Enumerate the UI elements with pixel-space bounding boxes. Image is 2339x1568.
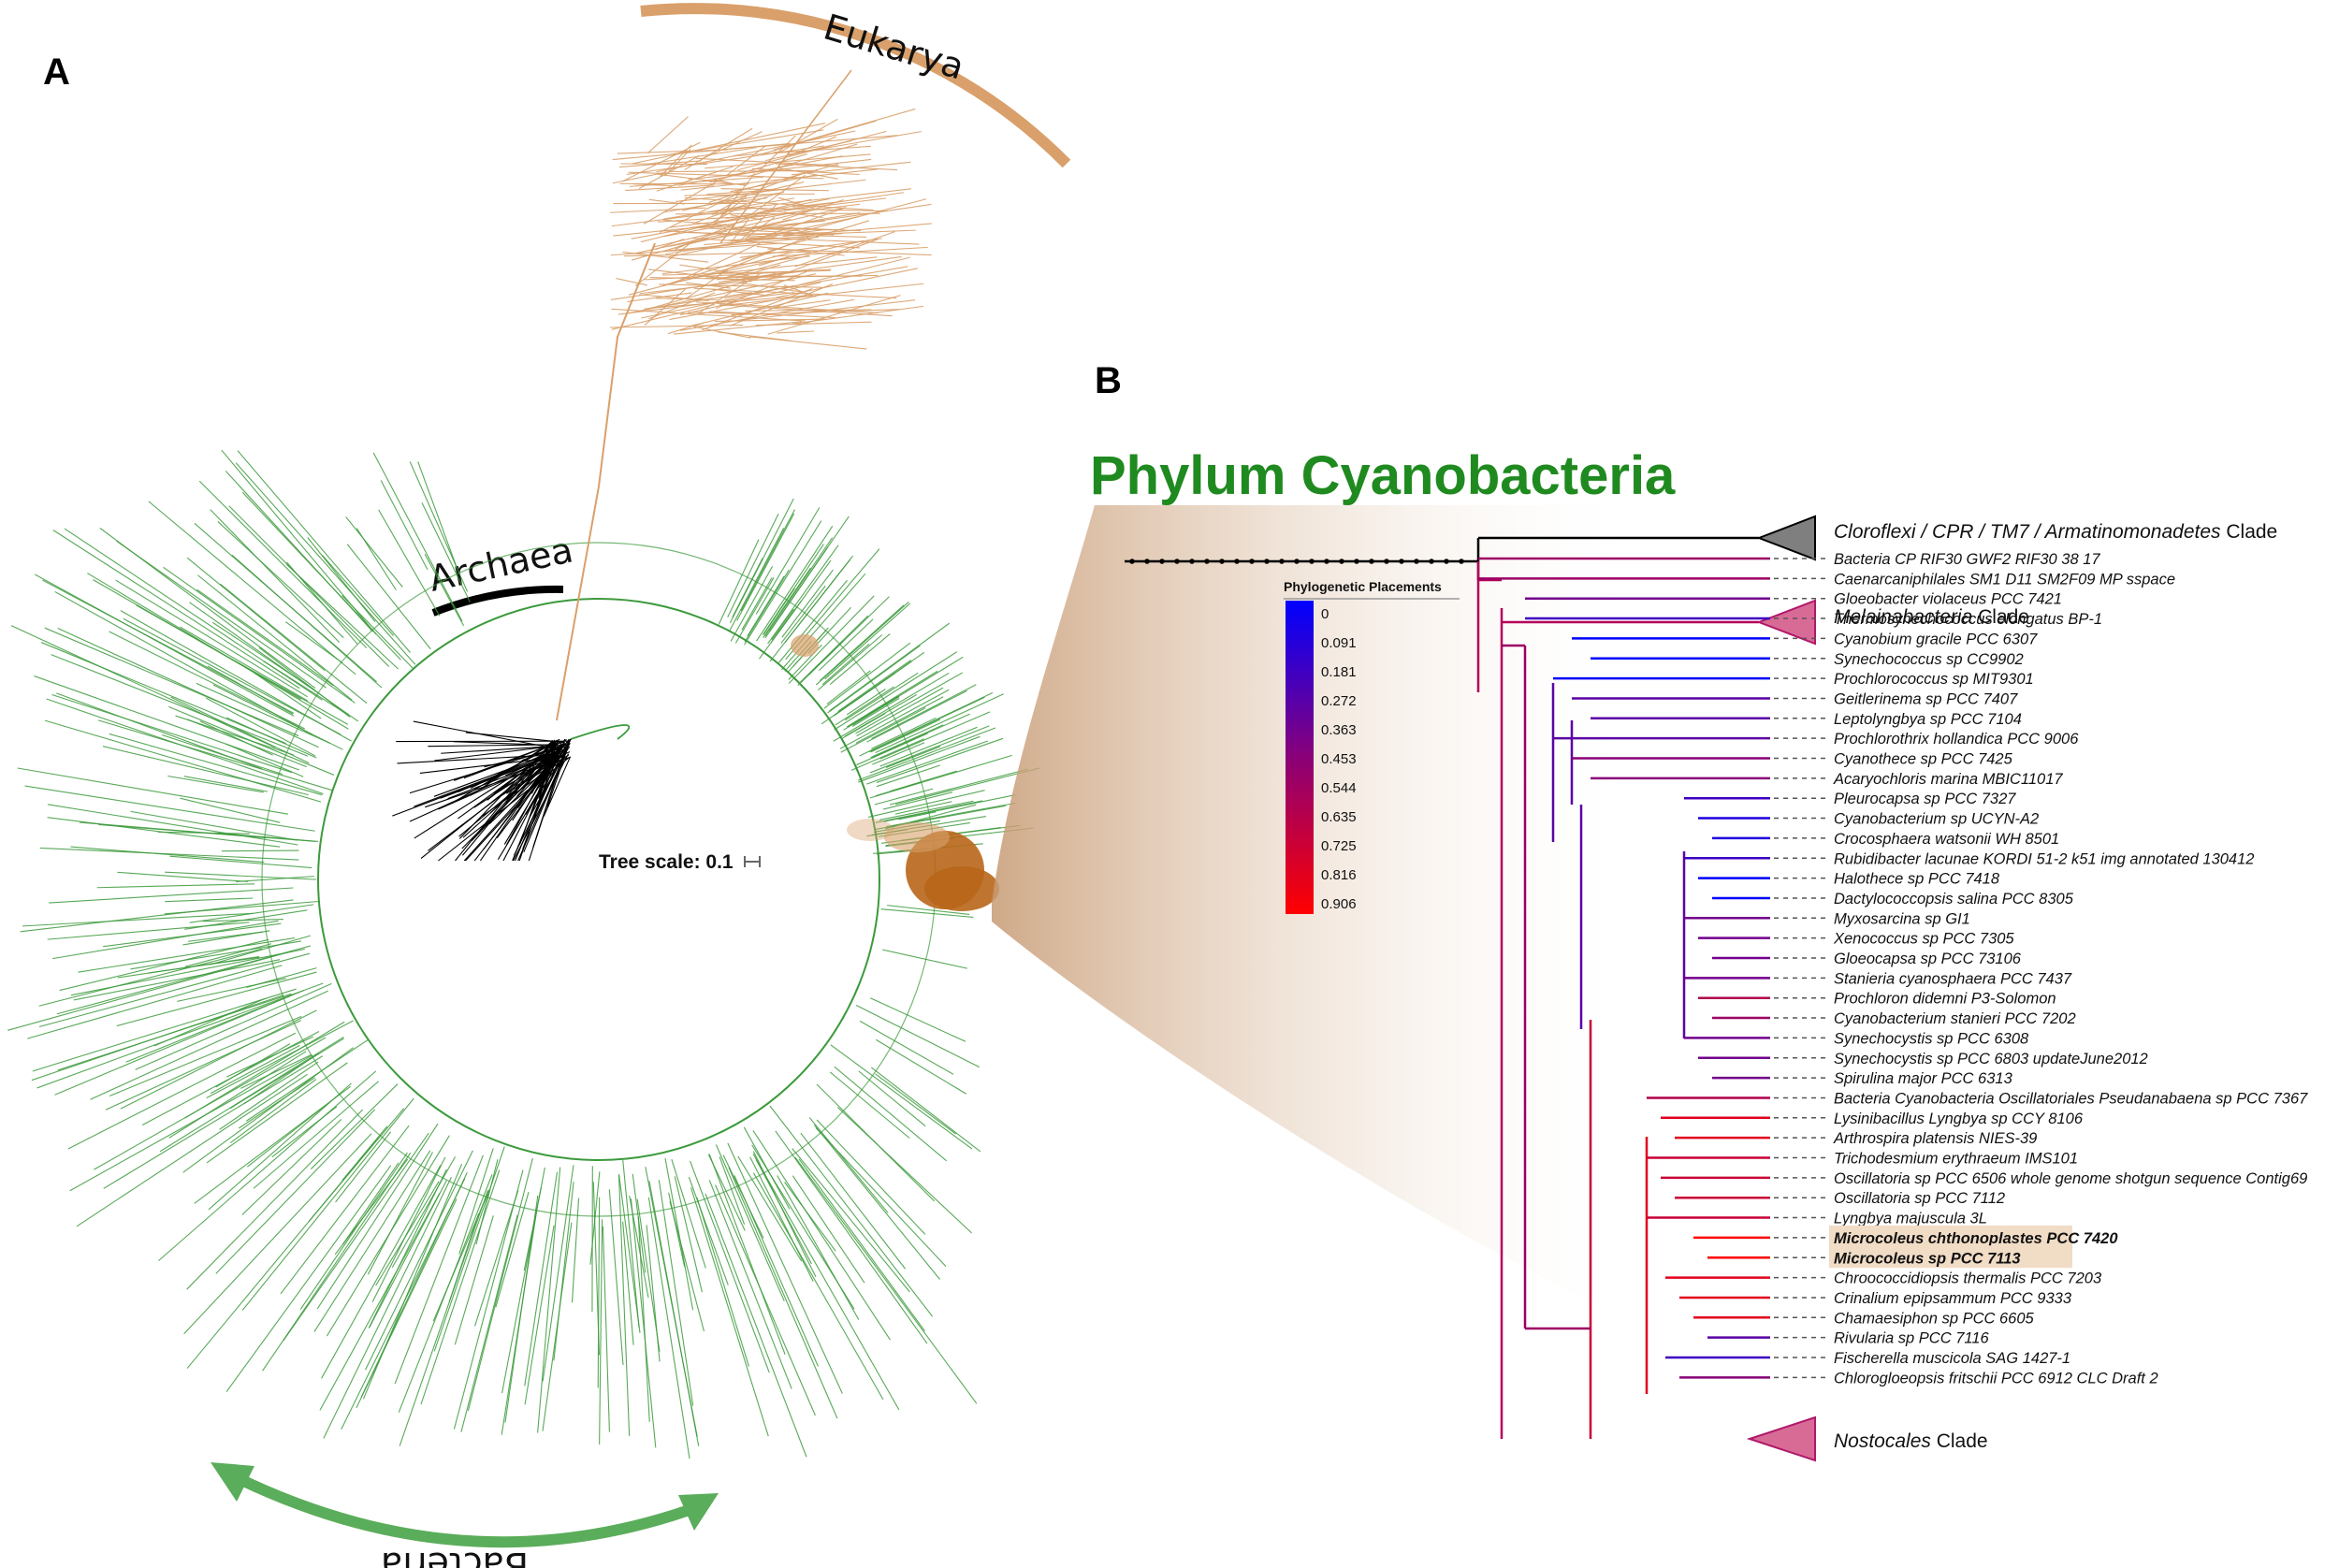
- highlight-box: [1829, 1225, 2072, 1248]
- legend-tick-label: 0.181: [1321, 664, 1357, 680]
- legend-tick-label: 0: [1321, 606, 1329, 622]
- taxon-label: Halothece sp PCC 7418: [1834, 871, 2000, 888]
- nostocales-clade-label: Nostocales Clade: [1834, 1430, 1988, 1452]
- taxon-label: Chamaesiphon sp PCC 6605: [1834, 1310, 2035, 1327]
- taxon-label: Arthrospira platensis NIES-39: [1833, 1130, 2037, 1147]
- taxon-label: Prochlorothrix hollandica PCC 9006: [1834, 731, 2079, 748]
- panel-b-letter: B: [1095, 360, 1122, 401]
- top-clade-triangle: [1756, 515, 1816, 561]
- tree-scale-label: Tree scale: 0.1: [599, 851, 734, 873]
- taxon-label: Spirulina major PCC 6313: [1834, 1070, 2013, 1087]
- nostocales-triangle: [1746, 1416, 1816, 1462]
- top-clade-label: Cloroflexi / CPR / TM7 / Armatinomonadet…: [1834, 521, 2277, 543]
- phylum-title: Phylum Cyanobacteria: [1090, 445, 1676, 506]
- taxon-label: Geitlerinema sp PCC 7407: [1834, 690, 2018, 707]
- taxon-label: Rubidibacter lacunae KORDI 51-2 k51 img …: [1834, 850, 2254, 867]
- taxon-label: Dactylococcopsis salina PCC 8305: [1834, 891, 2074, 907]
- legend-tick-label: 0.272: [1321, 693, 1357, 709]
- taxon-label: Microcoleus sp PCC 7113: [1834, 1250, 2021, 1267]
- taxon-label: Gloeocapsa sp PCC 73106: [1834, 951, 2022, 967]
- taxon-label: Synechocystis sp PCC 6308: [1834, 1030, 2029, 1047]
- taxon-label: Trichodesmium erythraeum IMS101: [1834, 1151, 2078, 1168]
- eukarya-arc: [640, 3, 1071, 168]
- taxon-label: Oscillatoria sp PCC 7112: [1834, 1190, 2005, 1207]
- bacteria-backbone-ring: [317, 598, 880, 1161]
- melainabacteria-triangle: [1756, 599, 1816, 646]
- eukarya-label: Eukarya: [819, 7, 968, 88]
- taxon-label: Prochloron didemni P3-Solomon: [1834, 991, 2056, 1008]
- taxon-label: Thermosynechococcus elongatus BP-1: [1834, 611, 2102, 628]
- cyanobacteria-tree: [1125, 515, 1826, 1462]
- legend-tick-label: 0.906: [1321, 896, 1357, 912]
- panel-a: A Eukarya Archaea Bacteria Tree scale: 0…: [7, 3, 1071, 1568]
- taxon-label: Cyanobacterium stanieri PCC 7202: [1834, 1010, 2076, 1027]
- taxon-label: Synechococcus sp CC9902: [1834, 651, 2024, 668]
- legend-tick-label: 0.725: [1321, 838, 1357, 854]
- legend-tick-label: 0.363: [1321, 722, 1357, 738]
- taxon-label: Chlorogloeopsis fritschii PCC 6912 CLC D…: [1834, 1370, 2158, 1387]
- taxon-label: Cyanobacterium sp UCYN-A2: [1834, 811, 2039, 828]
- legend-tick-label: 0.544: [1321, 780, 1357, 796]
- taxon-label: Stanieria cyanosphaera PCC 7437: [1834, 970, 2072, 987]
- archaea-arc: [431, 585, 564, 617]
- taxon-label: Crinalium epipsammum PCC 9333: [1834, 1290, 2072, 1307]
- taxon-label: Microcoleus chthonoplastes PCC 7420: [1834, 1230, 2118, 1247]
- taxon-label: Rivularia sp PCC 7116: [1834, 1330, 1990, 1347]
- legend-tick-label: 0.635: [1321, 809, 1357, 825]
- legend-tick-label: 0.453: [1321, 751, 1357, 767]
- legend: Phylogenetic Placements 0 0.091 0.181 0.272…: [1284, 579, 1460, 914]
- placement-blob: [791, 634, 999, 911]
- taxon-label: Xenococcus sp PCC 7305: [1833, 931, 2014, 948]
- panel-a-letter: A: [43, 51, 70, 93]
- zoom-wedge: [992, 505, 1647, 1328]
- panel-b: B Phylum Cyanobacteria Phylogenetic Plac…: [1090, 360, 2308, 1462]
- taxon-label: Caenarcaniphilales SM1 D11 SM2F09 MP ssp…: [1834, 571, 2175, 588]
- taxon-label: Prochlorococcus sp MIT9301: [1834, 671, 2034, 688]
- bacteria-arrow-arc: [231, 1471, 703, 1548]
- taxon-label: Cyanobium gracile PCC 6307: [1834, 631, 2038, 647]
- melainabacteria-clade-label: Melainabacteria Clade: [1834, 606, 2029, 628]
- taxon-label: Lyngbya majuscula 3L: [1834, 1211, 1987, 1227]
- taxon-label: Synechocystis sp PCC 6803 updateJune2012: [1834, 1051, 2148, 1067]
- taxon-label: Crocosphaera watsonii WH 8501: [1834, 831, 2059, 848]
- taxon-label: Acaryochloris marina MBIC11017: [1833, 771, 2063, 788]
- legend-tick-label: 0.091: [1321, 635, 1357, 651]
- highlight-box: [1829, 1245, 2072, 1269]
- taxon-label: Fischerella muscicola SAG 1427-1: [1834, 1350, 2070, 1367]
- bacteria-label: Bacteria: [381, 1545, 529, 1568]
- legend-gradient-bar: [1286, 601, 1314, 914]
- taxon-label: Leptolyngbya sp PCC 7104: [1834, 711, 2022, 728]
- taxon-label: Chroococcidiopsis thermalis PCC 7203: [1834, 1270, 2102, 1287]
- bacteria-arrow-right-head: [678, 1493, 719, 1531]
- taxon-label: Cyanothece sp PCC 7425: [1834, 751, 2013, 768]
- tree-of-life: [7, 69, 1040, 1459]
- legend-title: Phylogenetic Placements: [1284, 579, 1442, 594]
- taxon-label: Bacteria CP RIF30 GWF2 RIF30 38 17: [1834, 551, 2100, 568]
- taxon-label: Bacteria Cyanobacteria Oscillatoriales P…: [1834, 1090, 2308, 1107]
- taxon-label: Oscillatoria sp PCC 6506 whole genome sh…: [1834, 1170, 2307, 1187]
- taxon-label: Lysinibacillus Lyngbya sp CCY 8106: [1834, 1111, 2084, 1127]
- taxon-label: Myxosarcina sp GI1: [1834, 910, 1970, 927]
- bacteria-arrow-left-head: [211, 1462, 254, 1502]
- legend-tick-label: 0.816: [1321, 867, 1357, 883]
- taxon-label: Gloeobacter violaceus PCC 7421: [1834, 591, 2062, 608]
- taxon-label: Pleurocapsa sp PCC 7327: [1834, 791, 2016, 807]
- tree-scale-bar: [744, 856, 761, 867]
